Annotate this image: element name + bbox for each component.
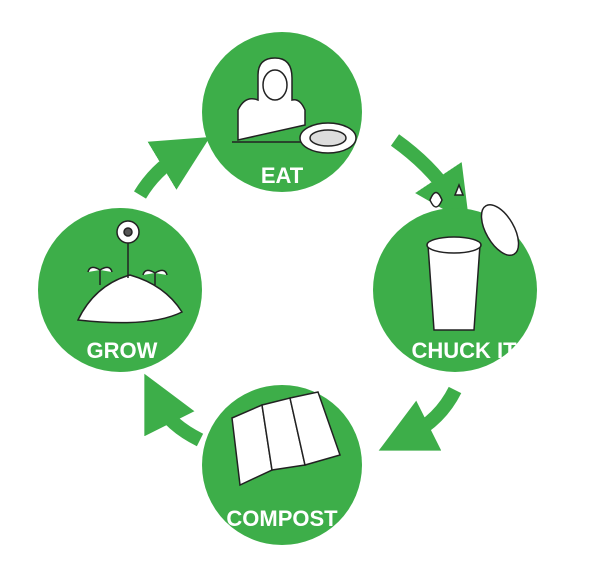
arrow-chuck-to-compost	[378, 386, 462, 451]
person-eating-icon	[232, 57, 357, 154]
arrow-compost-to-grow	[144, 373, 204, 447]
stage-label-grow: GROW	[87, 338, 158, 363]
stage-chuck-it: CHUCK IT	[373, 182, 537, 372]
stage-label-eat: EAT	[261, 163, 304, 188]
arrow-grow-to-eat	[133, 136, 211, 199]
stage-grow: GROW	[38, 208, 202, 372]
arrow-eat-to-chuck	[390, 134, 470, 225]
stage-label-compost: COMPOST	[226, 506, 338, 531]
stage-eat: EAT	[202, 32, 362, 192]
stage-label-chuck-it: CHUCK IT	[411, 338, 517, 363]
stage-compost: COMPOST	[202, 385, 362, 545]
compost-bin-icon	[426, 182, 520, 331]
plants-growing-icon	[76, 220, 184, 324]
compost-pile-icon	[231, 391, 341, 487]
